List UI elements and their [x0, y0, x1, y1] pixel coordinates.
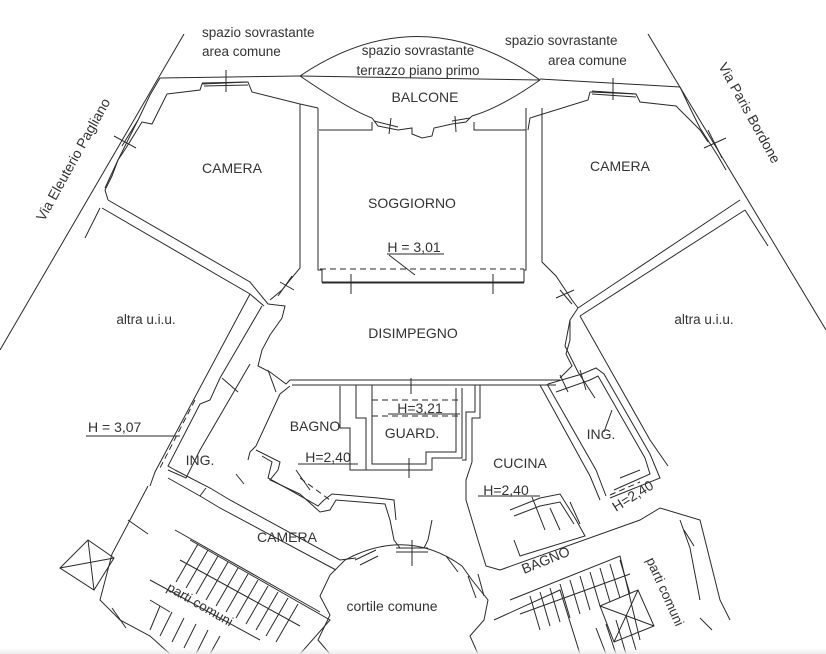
bagno-left-walls [247, 385, 397, 521]
ing-right-walls [547, 367, 661, 499]
street-line-right [647, 33, 826, 331]
disimpegno-walls [257, 303, 579, 393]
elevator-left [59, 539, 115, 591]
annotation-top-right-line2: area comune [548, 53, 627, 68]
room-label-altra-uiu-left: altra u.i.u. [116, 312, 175, 327]
height-label-ing-right: H=2,40 [609, 477, 656, 515]
room-label-camera-left: CAMERA [202, 160, 263, 176]
room-label-cortile: cortile comune [346, 598, 437, 614]
bottom-edge-shadow [0, 648, 826, 654]
annotation-top-center-line1: spazio sovrastante [362, 43, 475, 58]
height-label-bagno: H=2,40 [305, 449, 351, 465]
room-label-balcone: BALCONE [392, 89, 459, 105]
stairs-right [493, 507, 731, 654]
elevator-right [599, 589, 655, 643]
room-label-camera-right: CAMERA [590, 158, 651, 174]
cortile-walls [317, 519, 489, 654]
room-label-guard: GUARD. [385, 425, 439, 441]
height-label-guard: H=3,21 [397, 400, 443, 416]
labels: spazio sovrastante area comune spazio so… [33, 25, 784, 629]
camera-bottom-walls [167, 469, 357, 571]
left-rooms-walls [84, 104, 301, 487]
street-label-left: Via Eleuterio Pagliano [33, 95, 114, 223]
terrace-outline [159, 36, 681, 119]
street-line-left [0, 33, 185, 351]
room-label-soggiorno: SOGGIORNO [368, 195, 456, 211]
outer-walls [104, 70, 727, 201]
height-label-cucina: H=2,40 [483, 482, 529, 498]
room-label-bagno-left: BAGNO [290, 418, 341, 434]
room-label-disimpegno: DISIMPEGNO [368, 325, 458, 341]
room-label-ing-left: ING. [186, 452, 215, 468]
room-label-camera-bottom: CAMERA [257, 529, 318, 545]
room-label-altra-uiu-right: altra u.i.u. [674, 312, 733, 327]
annotation-top-left-line2: area comune [202, 44, 281, 59]
cucina-walls [462, 383, 607, 571]
annotation-top-center-line2: terrazzo piano primo [356, 63, 479, 78]
ing-left-walls [86, 363, 251, 485]
balcony-door [371, 115, 473, 139]
soggiorno-walls [317, 108, 527, 294]
street-lines [0, 33, 826, 351]
right-rooms-walls [541, 108, 769, 467]
stairs-left [59, 485, 331, 654]
room-label-cucina: CUCINA [493, 455, 547, 471]
annotation-top-left-line1: spazio sovrastante [202, 25, 315, 40]
guard-walls [355, 378, 463, 478]
stair-treads-left [149, 543, 301, 654]
annotation-top-right-line1: spazio sovrastante [505, 33, 618, 48]
height-label-left: H = 3,07 [88, 419, 142, 435]
street-label-right: Via Paris Bordone [715, 60, 784, 166]
room-label-ing-right: ING. [587, 426, 616, 442]
height-label-soggiorno: H = 3,01 [387, 239, 441, 255]
